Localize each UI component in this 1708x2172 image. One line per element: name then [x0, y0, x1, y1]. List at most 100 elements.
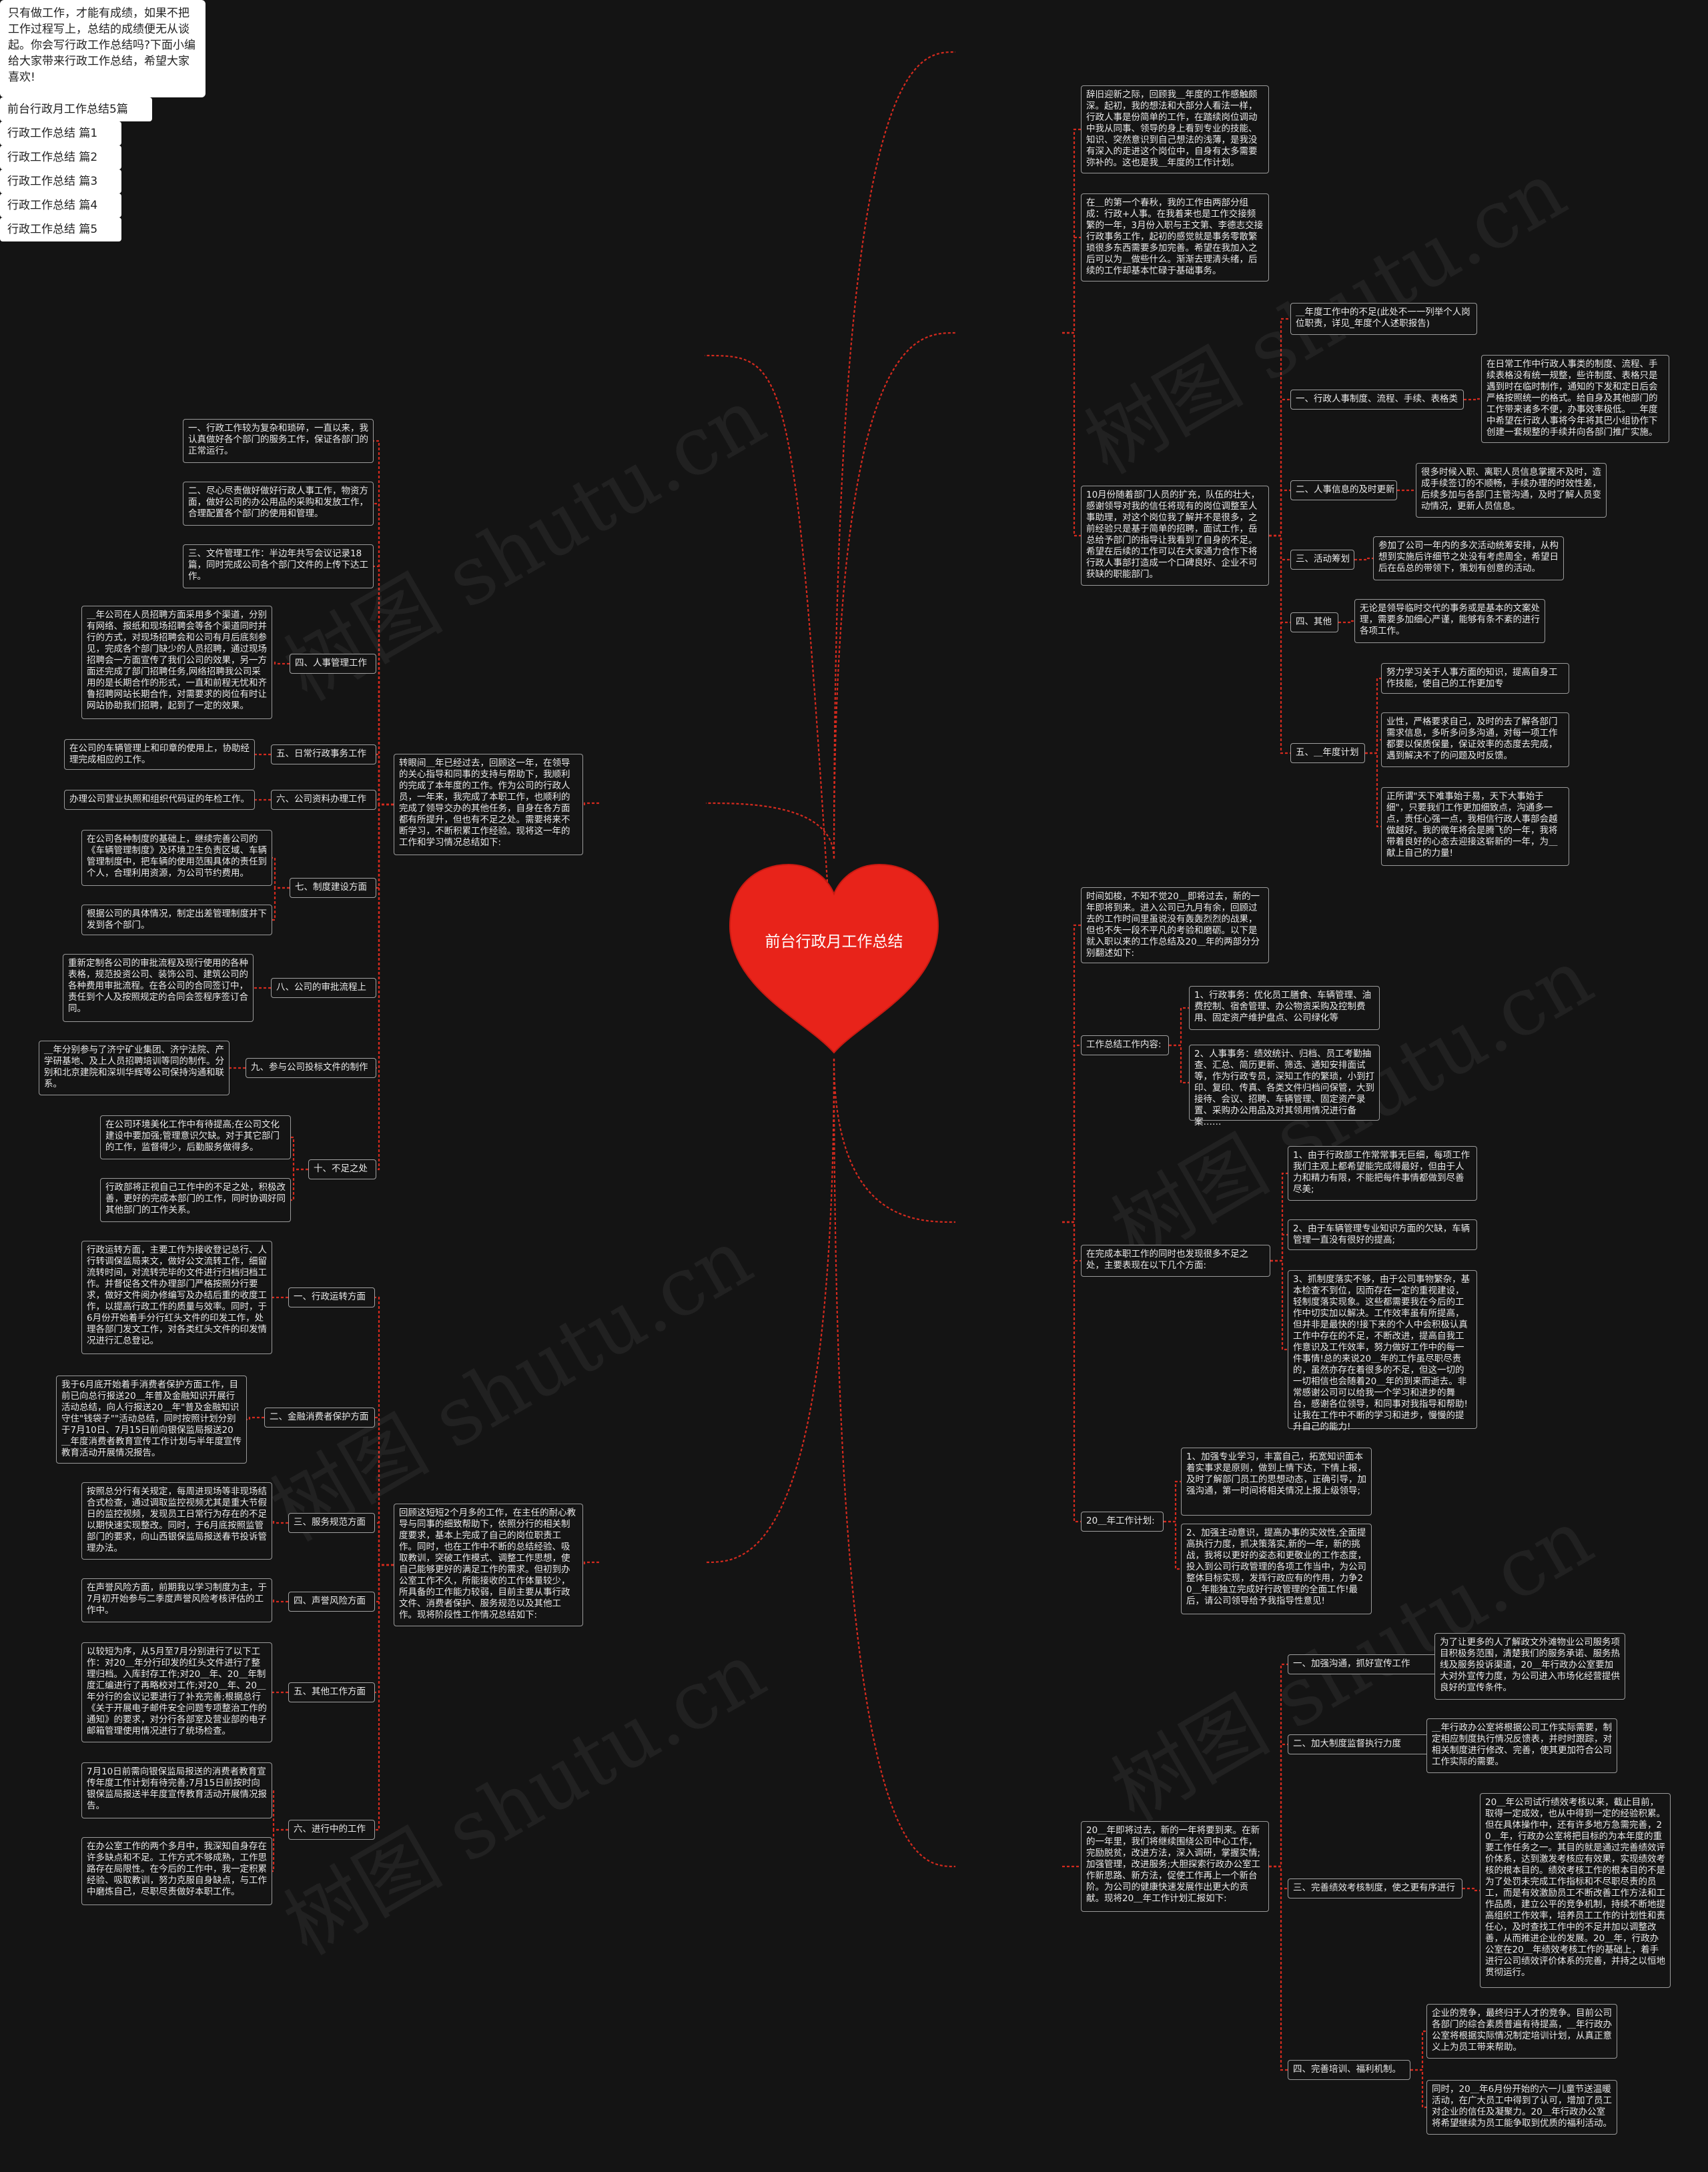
connector-b3s2d1	[1270, 1172, 1288, 1262]
detail-node[interactable]: 业性，严格要求自己，及时的去了解各部门需求信息，多听多问多沟通，对每一项工作都要…	[1381, 712, 1569, 767]
sub-node[interactable]: 二、人事信息的及时更新	[1290, 480, 1397, 500]
connector-b3s1d1	[1169, 1007, 1189, 1047]
text-node[interactable]: 在＿的第一个春秋，我的工作由两部分组成：行政+人事。在我着来也是工作交接频繁的一…	[1081, 193, 1269, 282]
branch-4[interactable]: 行政工作总结 篇4	[0, 193, 121, 217]
sub-node[interactable]: 五、＿年度计划	[1290, 743, 1365, 763]
detail-node[interactable]: 很多时候入职、离职人员信息掌握不及时，造成手续签订的不顺畅，手续办理的时效性差，…	[1416, 463, 1607, 518]
detail-node[interactable]: 行政部将正视自己工作中的不足之处，积极改善，更好的完成本部门的工作，同时协调好同…	[100, 1178, 291, 1222]
detail-node[interactable]: 2、加强主动意识，提高办事的实效性,全面提高执行力度，抓决策落实,新的一年，新的…	[1181, 1524, 1372, 1614]
connector-b4s2d	[247, 1416, 264, 1421]
detail-node[interactable]: 行政运转方面，主要工作为接收登记总行、人行转调保监局来文，做好公文流转工作，细留…	[81, 1241, 272, 1354]
connector-b1s6d2	[1365, 738, 1381, 754]
sub-node[interactable]: ＿年度工作中的不足(此处不一一列举个人岗位职责，详见_年度个人述职报告)	[1290, 303, 1477, 335]
text-node[interactable]: 回顾这短短2个月多的工作，在主任的耐心教导与同事的细致帮助下，依照分行的相关制度…	[394, 1504, 583, 1626]
sub-node[interactable]: 一、行政人事制度、流程、手续、表格类	[1290, 390, 1464, 410]
detail-node[interactable]: 在公司各种制度的基础上，继续完善公司的《车辆管理制度》及环境卫生负责区域、车辆管…	[81, 830, 272, 886]
detail-node[interactable]: 一、行政工作较为复杂和琐碎，一直以来，我认真做好各个部门的服务工作，保证各部门的…	[183, 419, 374, 463]
detail-node[interactable]: ＿年行政办公室将根据公司工作实际需要，制定相应制度执行情况反馈表，并时时跟踪，对…	[1426, 1718, 1617, 1773]
detail-node[interactable]: 2、由于车辆管理专业知识方面的欠缺，车辆管理一直没有很好的提高;	[1288, 1219, 1477, 1250]
sub-node[interactable]: 七、制度建设方面	[290, 878, 376, 898]
sub-node[interactable]: 四、声誉风险方面	[288, 1592, 375, 1612]
sub-node[interactable]: 一、行政运转方面	[288, 1287, 375, 1307]
detail-node[interactable]: 1、行政事务：优化员工膳食、车辆管理、油费控制、宿舍管理、办公物资采购及控制费用…	[1189, 986, 1380, 1030]
detail-node[interactable]: 20＿年公司试行绩效考核以来，截止目前，取得一定成效，也从中得到一定的经验积累。…	[1480, 1793, 1671, 1988]
detail-node[interactable]: 2、人事事务：绩效统计、归档、员工考勤抽查、汇总、简历更新、筛选、通知安排面试等…	[1189, 1045, 1380, 1127]
connector-b1s4	[1269, 534, 1290, 561]
connector-b4s4	[375, 1564, 394, 1603]
text-node[interactable]: 辞旧迎新之际，回顾我＿年度的工作感触颇深。起初，我的想法和大部分人看法一样，行政…	[1081, 85, 1269, 173]
sub-node[interactable]: 四、其他	[1290, 612, 1338, 632]
sub-node[interactable]: 十、不足之处	[308, 1159, 376, 1179]
sub-node[interactable]: 八、公司的审批流程上	[271, 978, 376, 998]
sub-node[interactable]: 三、服务规范方面	[288, 1513, 375, 1533]
branch-3[interactable]: 行政工作总结 篇3	[0, 169, 121, 193]
detail-node[interactable]: 1、由于行政部工作常常事无巨细，每项工作我们主观上都希望能完成得最好，但由于人力…	[1288, 1146, 1477, 1201]
detail-node[interactable]: 我于6月底开始着手消费者保护方面工作，目前已向总行报送20＿年普及金融知识开展行…	[56, 1376, 247, 1464]
connector-b4s4d	[272, 1599, 288, 1603]
sub-node[interactable]: 四、人事管理工作	[290, 654, 376, 674]
connector-b4s5	[375, 1564, 394, 1694]
connector-b1s2d	[1464, 398, 1481, 401]
sub-node[interactable]: 九、参与公司投标文件的制作	[246, 1058, 376, 1078]
sub-node[interactable]: 20＿年工作计划:	[1081, 1512, 1164, 1532]
detail-node[interactable]: 按照总分行有关规定，每周进现场等非现场结合式检查，通过调取监控视频尤其是重大节假…	[81, 1482, 272, 1560]
detail-node[interactable]: 为了让更多的人了解政文外滩物业公司服务项目积极务范围，清楚我们的服务承诺、服务热…	[1434, 1633, 1625, 1700]
detail-node[interactable]: 在公司的车辆管理上和印章的使用上，协助经理完成相应的工作。	[64, 739, 255, 770]
detail-node[interactable]: 企业的竞争，最终归于人才的竞争。目前公司各部门的综合素质普遍有待提高，＿年行政办…	[1426, 2004, 1617, 2059]
detail-node[interactable]: 在办公室工作的两个多月中，我深知自身存在许多缺点和不足。工作方式不够成熟，工作思…	[81, 1837, 272, 1905]
intro-node[interactable]: 只有做工作，才能有成绩，如果不把工作过程写上，总结的成绩便无从谈起。你会写行政工…	[0, 0, 205, 97]
detail-node[interactable]: 二、尽心尽责做好做好行政人事工作，物资方面，做好公司的办公用品的采购和发放工作，…	[183, 482, 374, 526]
branch-2[interactable]: 行政工作总结 篇2	[0, 145, 121, 169]
connector-b1p1	[1062, 128, 1081, 334]
detail-node[interactable]: 在声誉风险方面，前期我以学习制度为主，于7月初开始参与二季度声誉风险考核评估的工…	[81, 1578, 272, 1622]
branch-1[interactable]: 行政工作总结 篇1	[0, 121, 121, 145]
connector-b4s3d	[272, 1520, 288, 1524]
detail-node[interactable]: ＿年分别参与了济宁矿业集团、济宁法院、产学研基地、及上人员招聘培训等同的制作。分…	[39, 1041, 230, 1095]
sub-node[interactable]: 三、完善绩效考核制度，使之更有序进行	[1288, 1878, 1462, 1898]
connector-b3p	[1062, 924, 1081, 1223]
sub-node[interactable]: 二、加大制度监督执行力度	[1288, 1734, 1445, 1754]
detail-node[interactable]: 3、抓制度落实不够，由于公司事物繁杂，基本检查不到位，因而存在一定的重视建设，轻…	[1288, 1270, 1477, 1432]
sub-node[interactable]: 五、其他工作方面	[288, 1682, 375, 1702]
connector-b1s4d	[1354, 557, 1373, 561]
sub-node[interactable]: 六、公司资料办理工作	[271, 790, 376, 810]
sub-node[interactable]: 工作总结工作内容:	[1081, 1035, 1169, 1055]
sub-node[interactable]: 六、进行中的工作	[288, 1820, 375, 1840]
connector-b5s3d	[1462, 1887, 1480, 1892]
sub-node[interactable]: 五、日常行政事务工作	[271, 744, 376, 764]
detail-node[interactable]: 在日常工作中行政人事类的制度、流程、手续表格没有统一规整，些许制度、表格只是遇到…	[1481, 355, 1669, 443]
detail-node[interactable]: 三、文件管理工作：半边年共写会议记录18篇，同时完成公司各个部门文件的上传下达工…	[183, 544, 374, 588]
branch-title-5[interactable]: 前台行政月工作总结5篇	[0, 97, 152, 121]
detail-node[interactable]: 根据公司的具体情况，制定出差管理制度并下发到各个部门。	[81, 905, 272, 935]
detail-node[interactable]: 以较短为序，从5月至7月分别进行了以下工作：对20＿年分行印发的红头文件进行了整…	[81, 1642, 272, 1742]
detail-node[interactable]: 努力学习关于人事方面的知识，提高自身工作技能，使自己的工作更加专	[1381, 663, 1569, 694]
connector-root-intro	[704, 354, 829, 883]
branch-5[interactable]: 行政工作总结 篇5	[0, 217, 121, 241]
connector-b2	[705, 802, 835, 859]
connector-b4s1	[375, 1296, 394, 1566]
connector-b5s1	[1269, 1663, 1288, 1868]
connector-b4s2	[375, 1416, 394, 1566]
text-node[interactable]: 转眼间＿年已经过去，回顾这一年，在领导的关心指导和同事的支持与帮助下，我顺利的完…	[394, 754, 583, 855]
sub-node[interactable]: 二、金融消费者保护方面	[264, 1408, 375, 1428]
sub-node[interactable]: 在完成本职工作的同时也发现很多不足之处，主要表现在以下几个方面:	[1081, 1245, 1270, 1277]
text-node[interactable]: 10月份随着部门人员的扩充，队伍的壮大，感谢领导对我的信任将现有的岗位调整至人事…	[1081, 486, 1269, 586]
detail-node[interactable]: 办理公司营业执照和组织代码证的年检工作。	[64, 790, 255, 810]
sub-node[interactable]: 三、活动筹划	[1290, 550, 1354, 570]
connector-b0	[833, 51, 956, 859]
detail-node[interactable]: 参加了公司一年内的多次活动统筹安排，从构想到实施后许细节之处没有考虑周全，希望日…	[1373, 536, 1564, 580]
detail-node[interactable]: 重新定制各公司的审批流程及现行使用的各种表格，规范投资公司、装饰公司、建筑公司的…	[63, 954, 254, 1022]
detail-node[interactable]: 在公司环境美化工作中有待提高;在公司文化建设中要加强;管理意识欠缺。对于其它部门…	[100, 1115, 291, 1159]
detail-node[interactable]: ＿年公司在人员招聘方面采用多个渠道，分别有网络、报纸和现场招聘会等各个渠道同时并…	[81, 606, 272, 719]
connector-b3s3d1	[1164, 1480, 1181, 1523]
detail-node[interactable]: 无论是领导临时交代的事务或是基本的文案处理，需要多加细心严谨，能够有条不紊的进行…	[1354, 599, 1545, 643]
detail-node[interactable]: 正所谓"天下难事始于易，天下大事始于细"，只要我们工作更加细致点，沟通多一点，责…	[1381, 787, 1569, 866]
detail-node[interactable]: 7月10日前需向银保监局报送的消费者教育宣传年度工作计划有待完善;7月15日前按…	[81, 1762, 272, 1818]
text-node[interactable]: 时间如梭，不知不觉20＿即将过去，新的一年即将到来。进入公司已九月有余，回顾过去…	[1081, 887, 1269, 963]
sub-node[interactable]: 一、加强沟通，抓好宣传工作	[1288, 1654, 1445, 1674]
detail-node[interactable]: 同时，20＿年6月份开始的六一儿童节送温暖活动，在广大员工中得到了认可，增加了员…	[1426, 2080, 1617, 2135]
root-title[interactable]: 前台行政月工作总结	[765, 933, 903, 951]
detail-node[interactable]: 1、加强专业学习，丰富自己，拓宽知识面本着实事求是原则，做到上情下达，下情上报，…	[1181, 1448, 1372, 1516]
sub-node[interactable]: 四、完善培训、福利机制。	[1288, 2060, 1410, 2080]
text-node[interactable]: 20＿年即将过去，新的一年将要到来。在新的一年里，我们将继续围绕公司中心工作，完…	[1081, 1821, 1269, 1912]
